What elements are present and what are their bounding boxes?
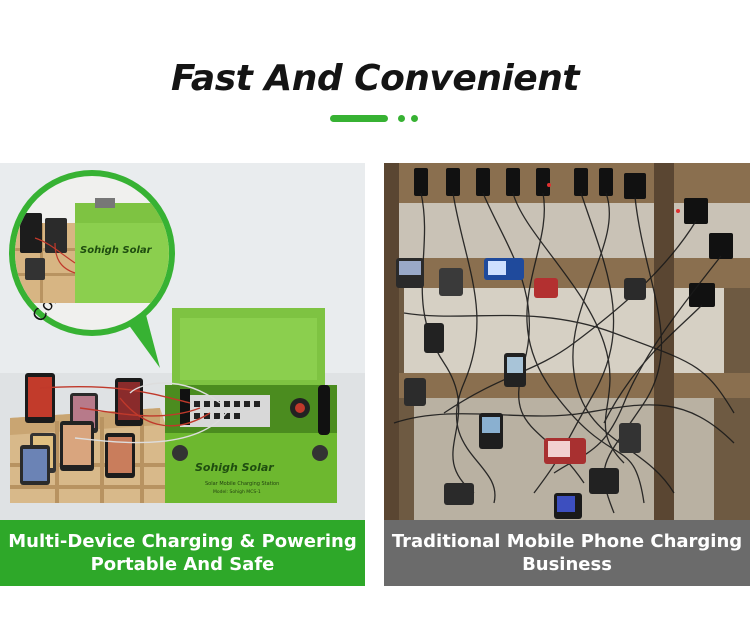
solar-charging-station-photo: Sohigh Solar Solar Mobile Charging Stati…	[0, 163, 365, 520]
solar-charging-panel: Sohigh Solar Solar Mobile Charging Stati…	[0, 163, 365, 586]
svg-text:Sohigh Solar: Sohigh Solar	[80, 245, 153, 256]
left-caption-line1: Multi-Device Charging & Powering	[8, 531, 357, 552]
title-divider	[0, 115, 750, 123]
device-model-text: Model: Sohigh MCS-1	[213, 489, 261, 495]
traditional-charging-photo	[384, 163, 750, 520]
divider-dot	[411, 115, 418, 122]
left-caption: Multi-Device Charging & Powering Portabl…	[0, 520, 365, 586]
page-title: Fast And Convenient	[170, 58, 580, 99]
right-caption-line2: Business	[522, 554, 612, 575]
divider-bar	[330, 115, 388, 122]
device-subtitle-text: Solar Mobile Charging Station	[205, 481, 279, 487]
left-caption-line2: Portable And Safe	[90, 554, 275, 575]
traditional-charging-panel: Traditional Mobile Phone Charging Busine…	[384, 163, 750, 586]
divider-dot	[398, 115, 405, 122]
device-brand-text: Sohigh Solar	[195, 461, 274, 474]
right-caption-line1: Traditional Mobile Phone Charging	[391, 531, 743, 552]
right-caption: Traditional Mobile Phone Charging Busine…	[384, 520, 750, 586]
